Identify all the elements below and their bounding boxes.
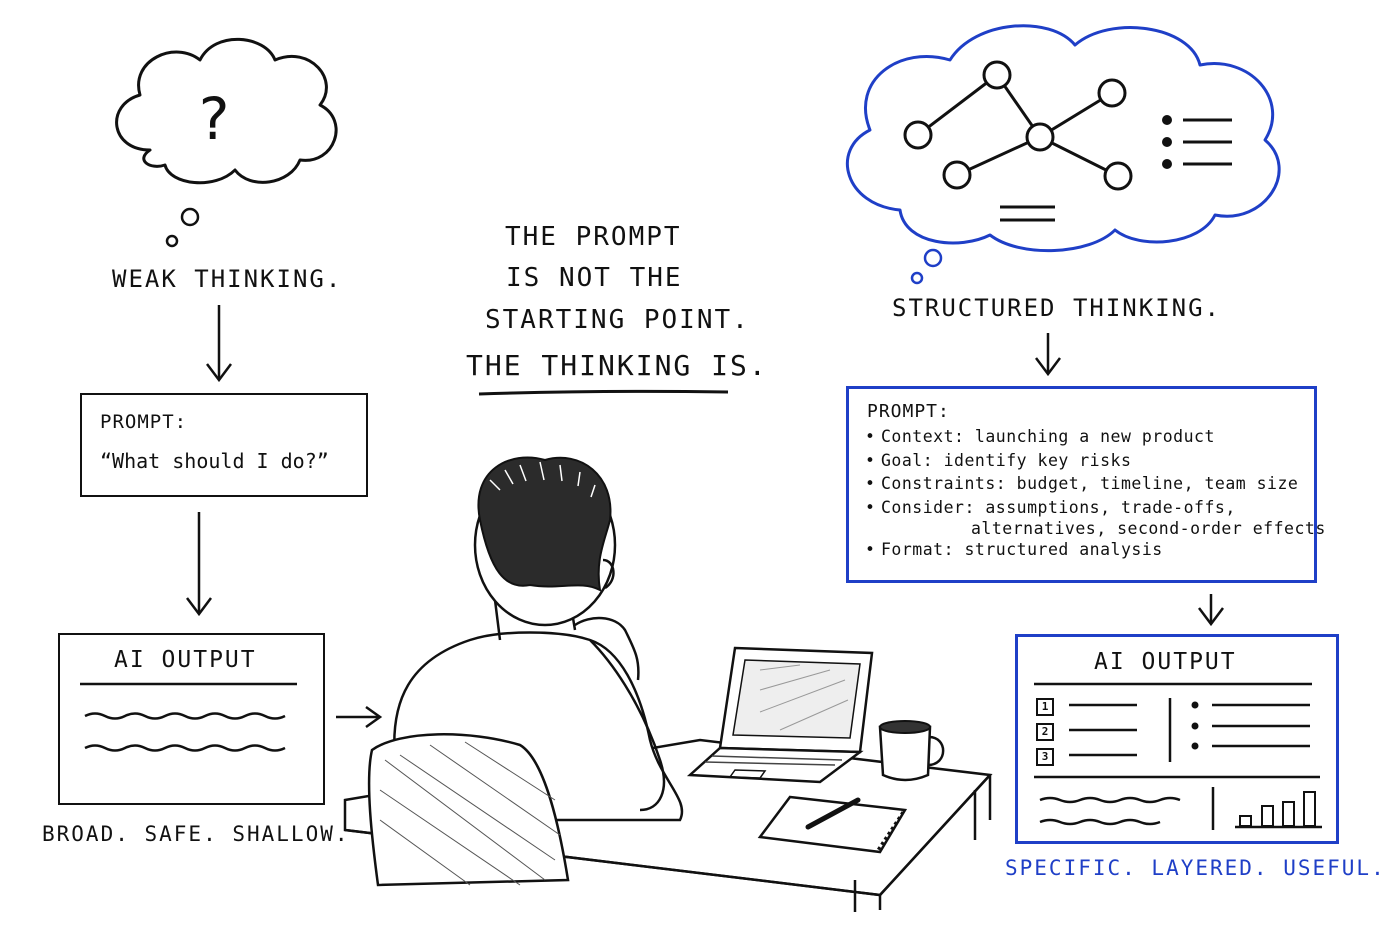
- structured-prompt-title: PROMPT:: [867, 401, 950, 422]
- structured-output-title: AI OUTPUT: [1094, 649, 1237, 675]
- prompt-item-goal: •Goal: identify key risks: [865, 450, 1132, 470]
- structured-thinking-label: STRUCTURED THINKING.: [892, 294, 1221, 322]
- question-mark-icon: ?: [196, 85, 233, 153]
- output-number-2: 2: [1036, 723, 1054, 741]
- prompt-item-consider-cont: alternatives, second-order effects: [971, 519, 1326, 538]
- weak-thinking-label: WEAK THINKING.: [112, 265, 343, 293]
- weak-prompt-box: PROMPT: “What should I do?”: [80, 393, 368, 497]
- prompt-item-format: •Format: structured analysis: [865, 540, 1163, 559]
- center-line-3: STARTING POINT.: [485, 305, 750, 335]
- weak-verdict: BROAD. SAFE. SHALLOW.: [42, 822, 350, 846]
- weak-prompt-text: “What should I do?”: [100, 449, 329, 473]
- prompt-item-context: •Context: launching a new product: [865, 427, 1215, 446]
- center-line-4: THE THINKING IS.: [466, 349, 768, 382]
- output-number-1: 1: [1036, 698, 1054, 716]
- structured-prompt-list: •Context: launching a new product •Goal:…: [865, 425, 1326, 562]
- structured-prompt-box: PROMPT: •Context: launching a new produc…: [846, 386, 1325, 583]
- prompt-item-consider: •Consider: assumptions, trade-offs,: [865, 497, 1236, 517]
- center-line-1: THE PROMPT: [505, 222, 682, 252]
- prompt-item-constraints: •Constraints: budget, timeline, team siz…: [865, 474, 1299, 493]
- weak-output-title: AI OUTPUT: [114, 647, 257, 673]
- structured-verdict: SPECIFIC. LAYERED. USEFUL.: [1005, 856, 1386, 880]
- weak-prompt-title: PROMPT:: [100, 411, 188, 433]
- output-number-3: 3: [1036, 748, 1054, 766]
- center-line-2: IS NOT THE: [506, 263, 683, 293]
